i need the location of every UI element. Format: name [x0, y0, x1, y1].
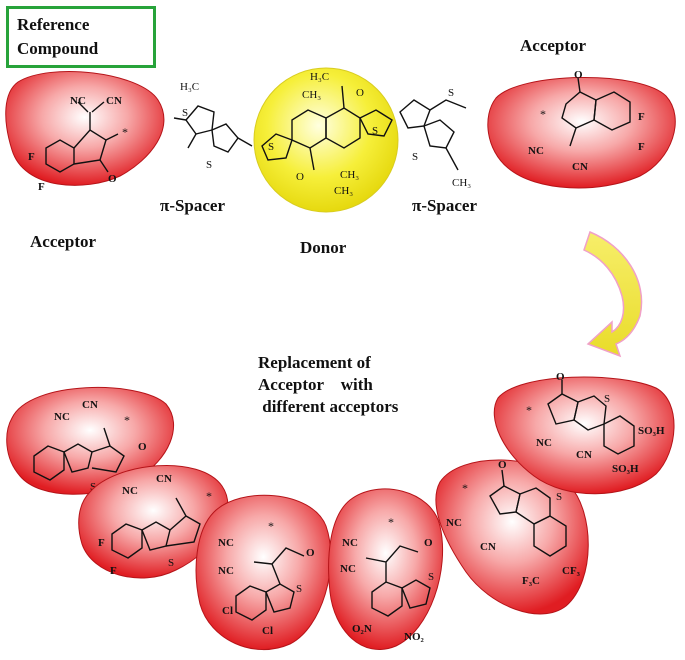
atom-label: *: [124, 413, 130, 427]
atom-label: CN: [480, 541, 496, 553]
acceptor-left-label: Acceptor: [30, 232, 97, 251]
atom-label: CN: [156, 473, 172, 485]
atom-label: NC: [446, 517, 462, 529]
donor-circle: [253, 67, 399, 213]
atom-label: S: [428, 571, 434, 583]
atom-label: CF₃: [562, 565, 581, 577]
atom-label: CN: [106, 95, 122, 107]
atom-label: NC: [54, 411, 70, 423]
atom-label: NC: [218, 537, 234, 549]
atom-label: O: [556, 371, 565, 383]
atom-label: *: [206, 489, 212, 503]
atom-label: *: [462, 481, 468, 495]
atom-label: S: [90, 481, 96, 493]
atom-label: NC: [122, 485, 138, 497]
atom-label: NC: [218, 565, 234, 577]
atom-label: O: [108, 173, 117, 185]
atom-label: *: [540, 107, 546, 121]
atom-label: Cl: [222, 605, 233, 617]
pi-spacer-left-structure: [173, 105, 253, 153]
atom-label: *: [122, 125, 128, 139]
reference-compound-box: Reference Compound: [6, 6, 156, 68]
atom-label: F: [38, 181, 45, 193]
replacement-line-2: Acceptor with: [258, 375, 373, 394]
atom-label: S: [268, 141, 274, 153]
acceptor-left-blob: [5, 71, 165, 186]
acceptor-right-label: Acceptor: [520, 36, 587, 55]
atom-label: SO₃H: [638, 425, 665, 437]
pi-spacer-right-structure: [399, 99, 467, 171]
atom-label: F: [28, 151, 35, 163]
atom-label: S: [372, 125, 378, 137]
atom-label: S: [448, 87, 454, 99]
atom-label: NO₂: [404, 631, 425, 643]
atom-label: F₃C: [522, 575, 540, 587]
atom-label: O₂N: [352, 623, 372, 635]
pi-spacer-right-label: π-Spacer: [412, 196, 478, 215]
atom-label: CH₃: [334, 185, 353, 197]
atom-label: O: [138, 441, 147, 453]
pi-spacer-left-label: π-Spacer: [160, 196, 226, 215]
atom-label: NC: [340, 563, 356, 575]
atom-label: H₃C: [180, 81, 199, 93]
atom-label: H₃C: [310, 71, 329, 83]
atom-label: F: [638, 141, 645, 153]
acceptor-blob-2: [78, 464, 229, 579]
atom-label: O: [356, 87, 364, 99]
atom-label: CH₃: [340, 169, 359, 181]
atom-label: *: [388, 515, 394, 529]
atom-label: O: [424, 537, 433, 549]
atom-label: CN: [82, 399, 98, 411]
atom-label: NC: [536, 437, 552, 449]
acceptor-blob-4: [328, 488, 444, 650]
atom-label: S: [168, 557, 174, 569]
replacement-line-1: Replacement of: [258, 353, 371, 372]
atom-label: CN: [576, 449, 592, 461]
atom-label: F: [638, 111, 645, 123]
replacement-caption: Replacement of Acceptor with different a…: [258, 352, 488, 418]
reference-line-2: Compound: [17, 39, 99, 58]
replacement-line-3: different acceptors: [258, 397, 399, 416]
atom-label: S: [604, 393, 610, 405]
atom-label: CN: [572, 161, 588, 173]
atom-label: *: [268, 519, 274, 533]
atom-label: O: [574, 69, 583, 81]
atom-label: NC: [70, 95, 86, 107]
atom-label: NC: [528, 145, 544, 157]
atom-label: *: [526, 403, 532, 417]
atom-label: S: [296, 583, 302, 595]
atom-label: NC: [342, 537, 358, 549]
atom-label: F: [98, 537, 105, 549]
acceptor-right-blob: [487, 77, 676, 189]
atom-label: O: [296, 171, 304, 183]
atom-label: O: [306, 547, 315, 559]
acceptor-blob-6: [493, 376, 675, 495]
atom-label: O: [498, 459, 507, 471]
donor-label: Donor: [300, 238, 347, 257]
atom-label: F: [110, 565, 117, 577]
reference-line-1: Reference: [17, 15, 90, 34]
atom-label: CH₃: [302, 89, 321, 101]
atom-label: SO₃H: [612, 463, 639, 475]
curved-arrow: [583, 231, 643, 358]
acceptor-blob-3: [195, 494, 332, 651]
atom-label: S: [206, 159, 212, 171]
atom-label: CH₃: [452, 177, 471, 189]
atom-label: S: [182, 107, 188, 119]
atom-label: Cl: [262, 625, 273, 637]
atom-label: S: [556, 491, 562, 503]
atom-label: S: [412, 151, 418, 163]
